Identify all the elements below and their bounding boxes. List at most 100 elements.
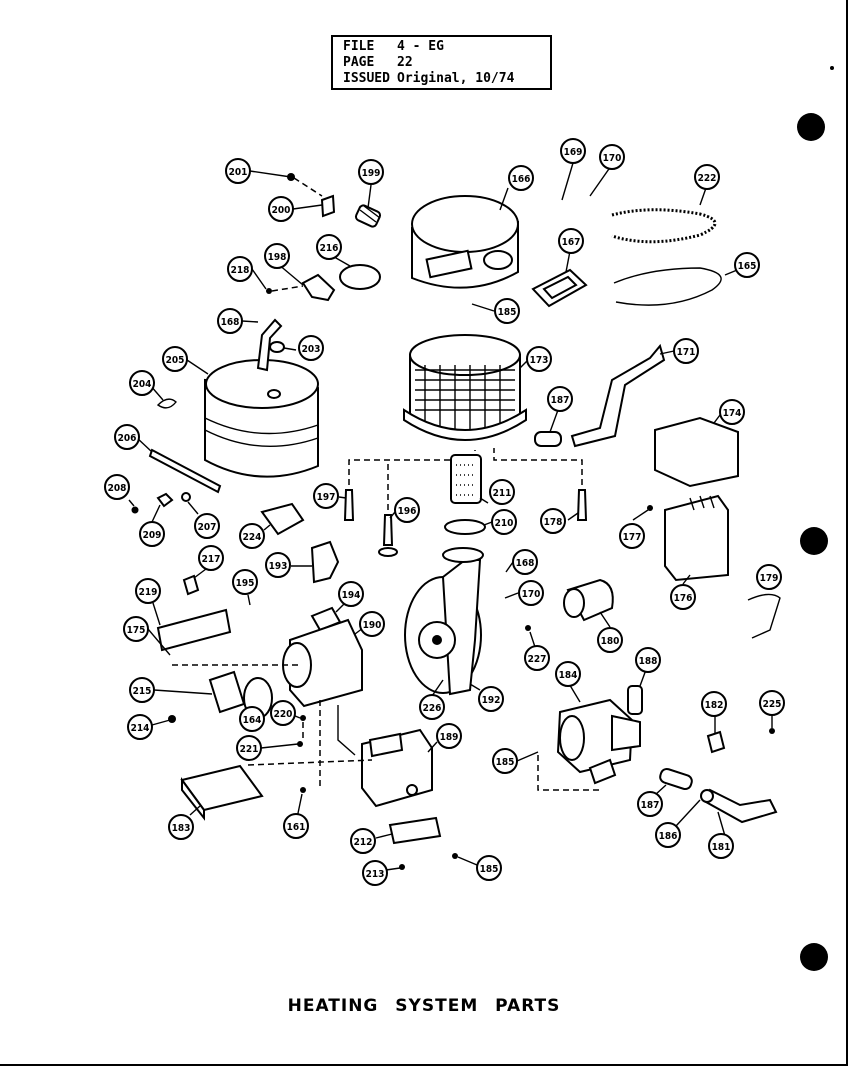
callout-177: 177 [619, 523, 645, 549]
callout-220: 220 [270, 700, 296, 726]
callout-166: 166 [508, 165, 534, 191]
nut-227 [525, 625, 531, 631]
callout-195: 195 [232, 569, 258, 595]
callout-192-label: 192 [482, 695, 501, 706]
page-title: HEATING SYSTEM PARTS [287, 996, 561, 1016]
file-label: FILE [343, 39, 375, 54]
callout-180-label: 180 [601, 636, 620, 647]
callout-214: 214 [127, 714, 153, 740]
callout-165: 165 [734, 252, 760, 278]
callout-187b: 187 [637, 791, 663, 817]
callout-219: 219 [135, 578, 161, 604]
clamp-186 [700, 789, 714, 803]
callout-201: 201 [225, 158, 251, 184]
callout-217-label: 217 [202, 554, 221, 565]
ring-210 [444, 519, 486, 535]
callout-199-label: 199 [362, 168, 381, 179]
fill-pipe-168 [256, 318, 283, 372]
callout-226-label: 226 [423, 703, 442, 714]
callout-185b: 185 [492, 748, 518, 774]
screw-213 [399, 864, 405, 870]
cap-217 [182, 574, 200, 596]
pipe-171 [570, 343, 666, 448]
callout-171: 171 [673, 338, 699, 364]
callout-171-label: 171 [677, 347, 696, 358]
band-165 [613, 267, 722, 306]
callout-178: 178 [540, 508, 566, 534]
callout-185a: 185 [494, 298, 520, 324]
callout-209-label: 209 [143, 530, 162, 541]
callout-167-label: 167 [562, 237, 581, 248]
burner-tube-190 [282, 618, 363, 708]
callout-216a-label: 216 [320, 243, 339, 254]
callout-198: 198 [264, 243, 290, 269]
callout-213: 213 [362, 860, 388, 886]
callout-203-label: 203 [302, 344, 321, 355]
callout-216a: 216 [316, 234, 342, 260]
callout-213-label: 213 [366, 869, 385, 880]
callout-205: 205 [162, 346, 188, 372]
bolt-208 [131, 506, 139, 514]
screw-161 [300, 787, 306, 793]
callout-208: 208 [104, 474, 130, 500]
callout-203: 203 [298, 335, 324, 361]
fitting-182 [706, 730, 726, 754]
screw-185c [452, 853, 458, 859]
callout-167: 167 [558, 228, 584, 254]
bracket-198 [301, 273, 336, 302]
bracket-200 [320, 194, 336, 218]
callout-170a-label: 170 [603, 153, 622, 164]
callout-197-label: 197 [317, 492, 336, 503]
callout-209: 209 [139, 521, 165, 547]
callout-168b: 168 [512, 549, 538, 575]
plate-215 [208, 670, 246, 714]
margin-dot [830, 66, 834, 70]
strap-206 [148, 448, 222, 494]
callout-168a: 168 [217, 308, 243, 334]
callout-184: 184 [555, 661, 581, 687]
screw-220 [300, 715, 306, 721]
bracket-224 [260, 502, 305, 536]
gasket-216 [339, 264, 381, 290]
callout-178-label: 178 [544, 517, 563, 528]
callout-185b-label: 185 [496, 757, 515, 768]
callout-210: 210 [491, 509, 517, 535]
callout-197: 197 [313, 483, 339, 509]
bracket-212 [388, 816, 442, 845]
filter-element-211 [450, 454, 482, 504]
punch-hole-middle [800, 527, 828, 555]
coupling-187b [659, 767, 693, 791]
callout-198-label: 198 [268, 252, 287, 263]
issued-label: ISSUED [343, 71, 390, 86]
callout-185c-label: 185 [480, 864, 499, 875]
callout-208-label: 208 [108, 483, 127, 494]
callout-192: 192 [478, 686, 504, 712]
callout-199: 199 [358, 159, 384, 185]
callout-166-label: 166 [512, 174, 531, 185]
callout-210-label: 210 [495, 518, 514, 529]
callout-185a-label: 185 [498, 307, 517, 318]
callout-222-label: 222 [698, 173, 717, 184]
callout-169-label: 169 [564, 147, 583, 158]
wire-179 [747, 593, 781, 639]
callout-161-label: 161 [287, 822, 306, 833]
callout-161: 161 [283, 813, 309, 839]
cover-174 [654, 416, 739, 488]
transformer-176 [664, 494, 729, 582]
callout-173: 173 [526, 346, 552, 372]
callout-189-label: 189 [440, 732, 459, 743]
screw-218 [266, 288, 272, 294]
callout-220-label: 220 [274, 709, 293, 720]
callout-187a: 187 [547, 386, 573, 412]
callout-185c: 185 [476, 855, 502, 881]
callout-188-label: 188 [639, 656, 658, 667]
callout-201-label: 201 [229, 167, 248, 178]
screw-214 [168, 715, 176, 723]
callout-186: 186 [655, 822, 681, 848]
callout-182-label: 182 [705, 700, 724, 711]
page-label: PAGE [343, 55, 375, 70]
callout-179-label: 179 [760, 573, 779, 584]
